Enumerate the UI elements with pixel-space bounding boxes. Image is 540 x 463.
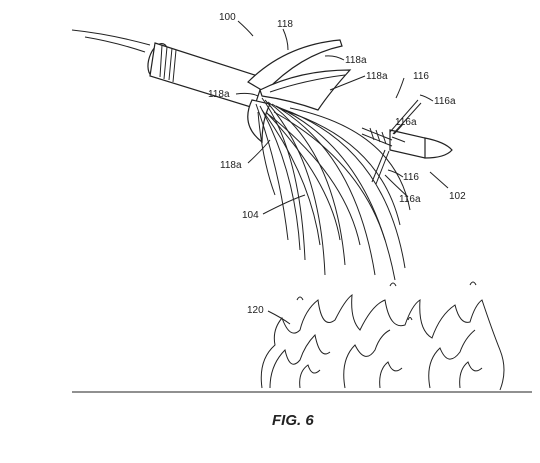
label-120: 120 bbox=[247, 305, 264, 316]
projectile-body bbox=[147, 42, 265, 109]
label-102: 102 bbox=[449, 191, 466, 202]
label-118a-3: 118a bbox=[208, 89, 230, 100]
figure-caption: FIG. 6 bbox=[272, 412, 314, 429]
label-118a-1: 118a bbox=[345, 55, 367, 66]
label-116a-3: 116a bbox=[399, 194, 421, 205]
label-116a-1: 116a bbox=[434, 96, 456, 107]
label-116-top: 116 bbox=[413, 71, 429, 82]
flight-trail bbox=[71, 29, 151, 53]
leader-lines bbox=[235, 20, 449, 325]
label-116-bottom: 116 bbox=[403, 172, 419, 183]
label-116a-2: 116a bbox=[395, 117, 417, 128]
label-118a-4: 118a bbox=[220, 160, 242, 171]
petal-fins-118 bbox=[247, 39, 352, 144]
agent-stream-104 bbox=[255, 97, 411, 281]
label-118: 118 bbox=[277, 19, 293, 30]
fire-120 bbox=[260, 281, 505, 391]
nose-assembly-102 bbox=[361, 99, 453, 185]
label-118a-2: 118a bbox=[366, 71, 388, 82]
label-100: 100 bbox=[219, 12, 236, 23]
label-104: 104 bbox=[242, 210, 259, 221]
